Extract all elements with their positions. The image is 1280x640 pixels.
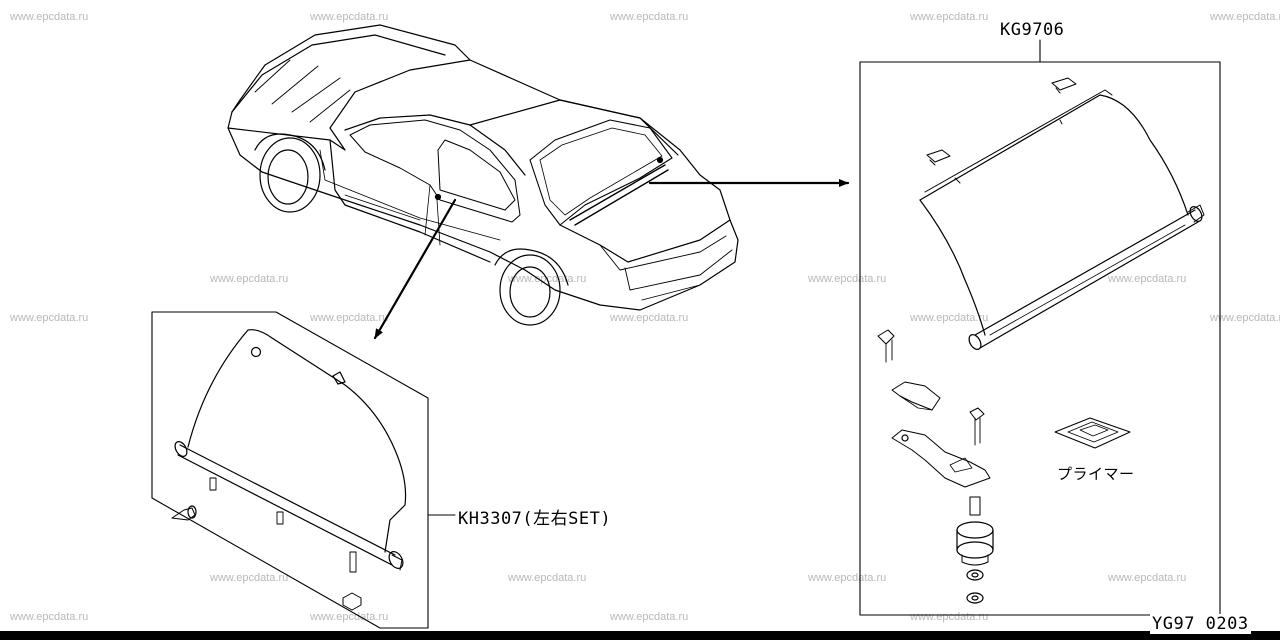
bottom-border [0,631,1280,640]
watermark: www.epcdata.ru [1108,572,1187,584]
watermark: www.epcdata.ru [610,611,689,623]
part-number-side-cover-set: KH3307(左右SET) [458,509,612,529]
watermark: www.epcdata.ru [808,572,887,584]
watermark: www.epcdata.ru [910,312,989,324]
watermark: www.epcdata.ru [10,611,89,623]
watermark: www.epcdata.ru [210,273,289,285]
part-number-shelf-cover: KG9706 [1000,20,1065,40]
watermark: www.epcdata.ru [610,312,689,324]
watermark: www.epcdata.ru [610,11,689,23]
watermark: www.epcdata.ru [1210,312,1280,324]
shelf-cover-panel [859,39,1221,616]
figure-code: YG97 0203 [1150,614,1251,634]
watermark: www.epcdata.ru [1108,273,1187,285]
watermark: www.epcdata.ru [310,312,389,324]
watermark: www.epcdata.ru [808,273,887,285]
arrow-to-side-cover [373,198,457,340]
watermark: www.epcdata.ru [910,611,989,623]
primer-label: プライマー [1057,465,1135,483]
side-cover-panel [151,311,456,629]
watermark: www.epcdata.ru [10,11,89,23]
watermark: www.epcdata.ru [1210,11,1280,23]
vehicle-illustration [227,24,739,326]
watermark: www.epcdata.ru [210,572,289,584]
watermark: www.epcdata.ru [10,312,89,324]
watermark: www.epcdata.ru [310,11,389,23]
watermark: www.epcdata.ru [508,572,587,584]
watermark: www.epcdata.ru [310,611,389,623]
watermark: www.epcdata.ru [910,11,989,23]
